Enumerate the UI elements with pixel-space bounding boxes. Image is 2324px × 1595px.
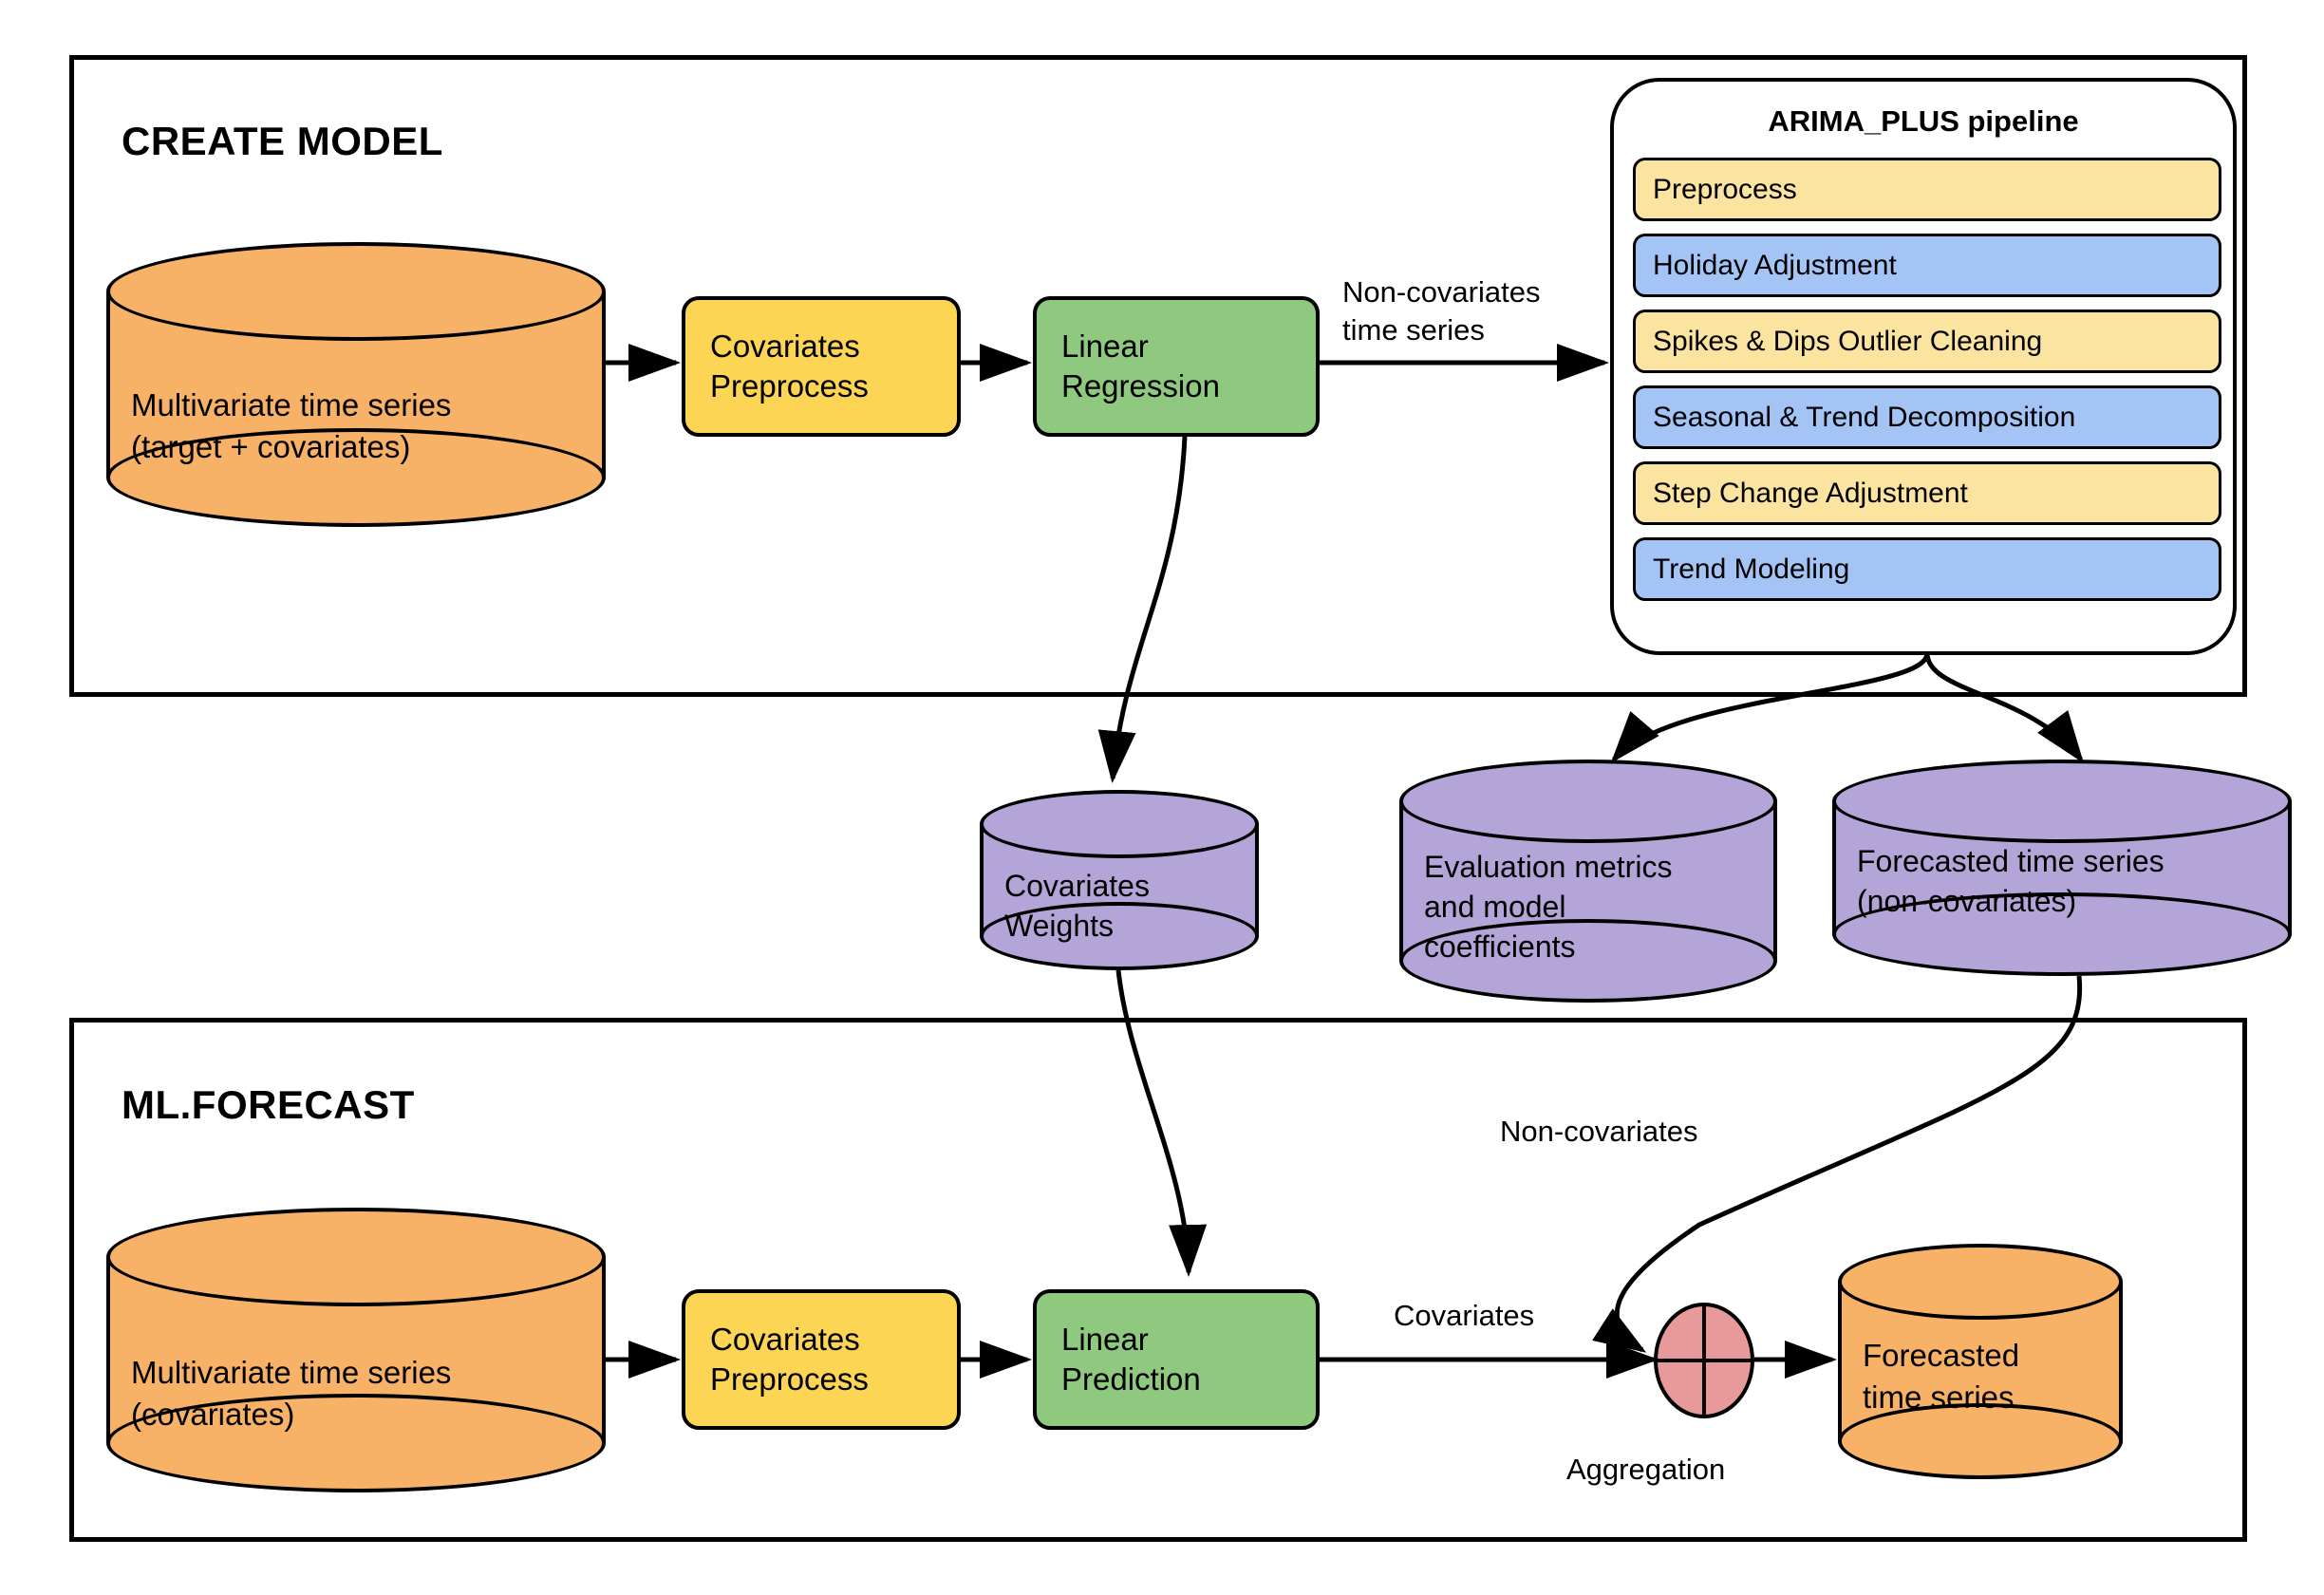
cylinder-top-ellipse bbox=[106, 1208, 606, 1306]
cylinder-bottom-ellipse bbox=[106, 1394, 606, 1492]
pipeline-step-seasonal-trend-decomposition[interactable]: Seasonal & Trend Decomposition bbox=[1633, 385, 2221, 449]
cylinder-label: Evaluation metrics and model coefficient… bbox=[1399, 847, 1777, 967]
covariates-preprocess-line1: Covariates bbox=[710, 328, 860, 364]
cylinder-label-line1: Multivariate time series bbox=[131, 387, 452, 422]
cylinder-label-line1: Forecasted time series bbox=[1857, 844, 2165, 878]
linear-prediction-box[interactable]: Linear Prediction bbox=[1033, 1289, 1320, 1430]
pipeline-step-trend-modeling[interactable]: Trend Modeling bbox=[1633, 537, 2221, 601]
pipeline-step-label: Preprocess bbox=[1653, 173, 1797, 205]
linear-prediction-line1: Linear bbox=[1061, 1321, 1149, 1357]
create-model-title: CREATE MODEL bbox=[122, 119, 443, 163]
edge-label-covariates: Covariates bbox=[1394, 1299, 1535, 1332]
covariates-preprocess-line2: Preprocess bbox=[710, 1361, 869, 1397]
pipeline-step-preprocess[interactable]: Preprocess bbox=[1633, 158, 2221, 221]
cylinder-label-line2: (target + covariates) bbox=[131, 428, 411, 464]
cylinder-label-line2: and model bbox=[1424, 890, 1566, 925]
cylinder-label: Covariates Weights bbox=[980, 866, 1259, 946]
aggregation-node[interactable] bbox=[1654, 1303, 1754, 1418]
create-model-section bbox=[69, 55, 2247, 697]
covariates-preprocess-line2: Preprocess bbox=[710, 368, 869, 403]
forecasted-time-series-cylinder: Forecasted time series bbox=[1838, 1244, 2123, 1479]
aggregation-cross-horizontal bbox=[1656, 1359, 1752, 1362]
edge-label-ml-non-covariates: Non-covariates bbox=[1500, 1115, 1698, 1148]
pipeline-step-spikes-dips-outlier-cleaning[interactable]: Spikes & Dips Outlier Cleaning bbox=[1633, 310, 2221, 373]
forecasted-non-covariates-cylinder: Forecasted time series (non-covariates) bbox=[1832, 760, 2292, 976]
pipeline-step-label: Spikes & Dips Outlier Cleaning bbox=[1653, 325, 2043, 357]
cylinder-label-line2: time series bbox=[1863, 1379, 2015, 1415]
covariates-weights-cylinder: Covariates Weights bbox=[980, 790, 1259, 970]
cylinder-top-ellipse bbox=[1838, 1244, 2123, 1320]
ml-forecast-title: ML.FORECAST bbox=[122, 1082, 415, 1127]
ml-forecast-covariates-preprocess-box[interactable]: Covariates Preprocess bbox=[682, 1289, 961, 1430]
cylinder-label-line1: Multivariate time series bbox=[131, 1355, 452, 1390]
arima-pipeline-title: ARIMA_PLUS pipeline bbox=[1768, 104, 2079, 138]
pipeline-step-label: Step Change Adjustment bbox=[1653, 477, 1968, 509]
pipeline-step-label: Seasonal & Trend Decomposition bbox=[1653, 401, 2076, 433]
linear-regression-box[interactable]: Linear Regression bbox=[1033, 296, 1320, 437]
cylinder-label-line2: Weights bbox=[1004, 909, 1115, 944]
cylinder-bottom-ellipse bbox=[980, 902, 1259, 970]
arrow-regression-to-weights bbox=[1097, 436, 1188, 783]
cylinder-top-ellipse bbox=[106, 242, 606, 341]
cylinder-label: Forecasted time series bbox=[1838, 1335, 2123, 1417]
create-model-covariates-preprocess-box[interactable]: Covariates Preprocess bbox=[682, 296, 961, 437]
linear-regression-line2: Regression bbox=[1061, 368, 1220, 403]
covariates-preprocess-line1: Covariates bbox=[710, 1321, 860, 1357]
cylinder-label: Forecasted time series (non-covariates) bbox=[1832, 841, 2292, 921]
cylinder-top-ellipse bbox=[1832, 760, 2292, 843]
pipeline-step-label: Trend Modeling bbox=[1653, 553, 1850, 585]
cylinder-label-line1: Evaluation metrics bbox=[1424, 850, 1673, 884]
arrow-noncovariates-to-aggregation bbox=[1592, 975, 2083, 1353]
ml-forecast-section bbox=[69, 1018, 2247, 1542]
pipeline-step-label: Holiday Adjustment bbox=[1653, 249, 1897, 281]
cylinder-label-line1: Forecasted bbox=[1863, 1338, 2020, 1373]
cylinder-bottom-ellipse bbox=[1399, 919, 1777, 1003]
cylinder-top-ellipse bbox=[1399, 760, 1777, 843]
pipeline-step-holiday-adjustment[interactable]: Holiday Adjustment bbox=[1633, 234, 2221, 297]
cylinder-label-line2: (non-covariates) bbox=[1857, 884, 2077, 919]
edge-label-non-covariates-time-series: Non-covariates time series bbox=[1342, 275, 1541, 347]
cylinder-label: Multivariate time series (target + covar… bbox=[106, 385, 606, 467]
arrow-weights-to-prediction bbox=[1115, 969, 1208, 1277]
create-model-source-cylinder: Multivariate time series (target + covar… bbox=[106, 242, 606, 527]
arima-plus-pipeline-container: ARIMA_PLUS pipeline Preprocess Holiday A… bbox=[1610, 78, 2237, 655]
cylinder-label-line1: Covariates bbox=[1004, 869, 1150, 903]
cylinder-bottom-ellipse bbox=[1832, 892, 2292, 976]
ml-forecast-source-cylinder: Multivariate time series (covariates) bbox=[106, 1208, 606, 1492]
cylinder-label-line2: (covariates) bbox=[131, 1396, 295, 1432]
cylinder-bottom-ellipse bbox=[1838, 1403, 2123, 1479]
cylinder-top-ellipse bbox=[980, 790, 1259, 858]
cylinder-label: Multivariate time series (covariates) bbox=[106, 1352, 606, 1435]
cylinder-label-line3: coefficients bbox=[1424, 929, 1576, 965]
pipeline-step-step-change-adjustment[interactable]: Step Change Adjustment bbox=[1633, 461, 2221, 525]
linear-regression-line1: Linear bbox=[1061, 328, 1149, 364]
evaluation-metrics-cylinder: Evaluation metrics and model coefficient… bbox=[1399, 760, 1777, 1003]
linear-prediction-line2: Prediction bbox=[1061, 1361, 1201, 1397]
cylinder-bottom-ellipse bbox=[106, 428, 606, 527]
aggregation-label: Aggregation bbox=[1566, 1453, 1726, 1486]
